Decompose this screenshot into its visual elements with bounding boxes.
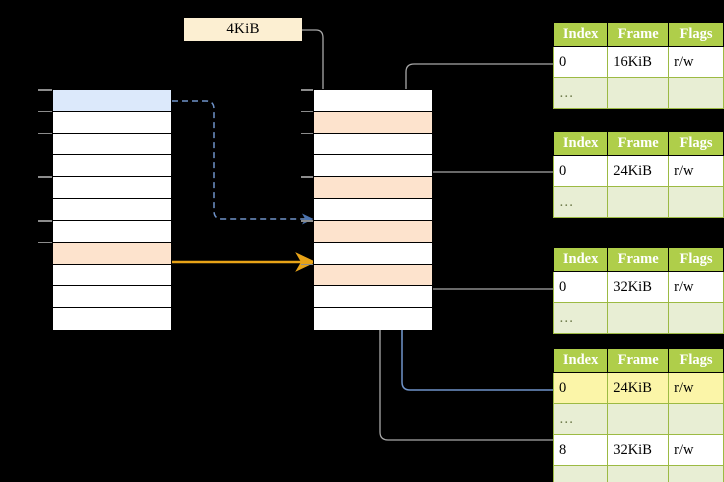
table-row[interactable]: … <box>552 403 724 435</box>
cell-index: … <box>552 302 609 334</box>
memory-block <box>53 264 171 287</box>
memory-block <box>53 199 171 221</box>
memory-block <box>314 308 432 330</box>
cell-frame <box>607 186 670 218</box>
size-label-text: 4KiB <box>226 21 260 37</box>
memory-block <box>314 220 432 243</box>
column-header-flags: Flags <box>668 247 724 272</box>
cell-flags: r/w <box>668 372 724 404</box>
size-label-box: 4KiB <box>184 18 302 41</box>
scale-tick <box>301 263 313 266</box>
cell-index: 8 <box>552 434 609 466</box>
cell-flags: r/w <box>668 155 724 187</box>
column-header-frame: Frame <box>607 247 670 272</box>
cell-flags <box>668 186 724 218</box>
wire-t3-to-frame <box>411 257 553 290</box>
table-row[interactable]: … <box>552 302 724 334</box>
physical-memory-column <box>313 89 433 330</box>
scale-tick <box>38 219 52 222</box>
memory-block <box>314 242 432 265</box>
column-header-flags: Flags <box>668 22 724 47</box>
memory-block <box>314 264 432 287</box>
cell-index: … <box>552 186 609 218</box>
column-header-index: Index <box>552 348 609 373</box>
cell-index: 0 <box>552 155 609 187</box>
scale-tick <box>301 110 313 113</box>
column-header-index: Index <box>552 22 609 47</box>
column-header-frame: Frame <box>607 131 670 156</box>
cell-index: 0 <box>552 46 609 78</box>
scale-tick <box>38 110 52 113</box>
scale-tick <box>301 219 313 222</box>
cell-flags <box>668 302 724 334</box>
column-header-index: Index <box>552 247 609 272</box>
cell-index: 0 <box>552 271 609 303</box>
scale-tick <box>301 176 313 178</box>
memory-block <box>314 155 432 178</box>
cell-frame: 32KiB <box>607 271 670 303</box>
wire-virt-to-phys-dashed <box>172 100 314 225</box>
cell-frame <box>607 465 670 482</box>
cell-flags <box>668 77 724 109</box>
memory-block <box>53 220 171 243</box>
table-row[interactable]: … <box>552 186 724 218</box>
cell-index: … <box>552 77 609 109</box>
cell-index: … <box>552 465 609 482</box>
column-header-frame: Frame <box>607 22 670 47</box>
memory-block <box>314 177 432 200</box>
memory-block <box>53 133 171 156</box>
scale-tick <box>301 132 313 135</box>
column-header-flags: Flags <box>668 131 724 156</box>
memory-block <box>53 155 171 178</box>
cell-frame: 16KiB <box>607 46 670 78</box>
scale-tick <box>301 89 313 91</box>
cell-frame <box>607 77 670 109</box>
memory-block <box>314 90 432 112</box>
cell-flags <box>668 465 724 482</box>
cell-frame: 24KiB <box>607 372 670 404</box>
memory-block <box>53 111 171 134</box>
scale-tick <box>38 176 52 178</box>
memory-block <box>53 308 171 330</box>
cell-index: … <box>552 403 609 435</box>
column-header-flags: Flags <box>668 348 724 373</box>
memory-block <box>314 199 432 221</box>
memory-block <box>53 90 171 112</box>
cell-flags: r/w <box>668 434 724 466</box>
cell-frame <box>607 403 670 435</box>
scale-tick <box>38 132 52 135</box>
cell-flags <box>668 403 724 435</box>
table-row[interactable]: … <box>552 465 724 482</box>
virtual-address-space-column <box>52 89 172 330</box>
memory-block <box>53 242 171 265</box>
cell-index: 0 <box>552 372 609 404</box>
memory-block <box>314 111 432 134</box>
scale-tick <box>38 89 52 91</box>
cell-flags: r/w <box>668 271 724 303</box>
wire-t2-to-frame <box>411 171 553 227</box>
cell-frame: 32KiB <box>607 434 670 466</box>
cell-flags: r/w <box>668 46 724 78</box>
column-header-index: Index <box>552 131 609 156</box>
column-header-frame: Frame <box>607 348 670 373</box>
memory-block <box>314 133 432 156</box>
memory-block <box>53 177 171 200</box>
cell-frame: 24KiB <box>607 155 670 187</box>
scale-tick <box>38 241 52 244</box>
memory-block <box>314 286 432 309</box>
table-row[interactable]: … <box>552 77 724 109</box>
memory-block <box>53 286 171 309</box>
cell-frame <box>607 302 670 334</box>
